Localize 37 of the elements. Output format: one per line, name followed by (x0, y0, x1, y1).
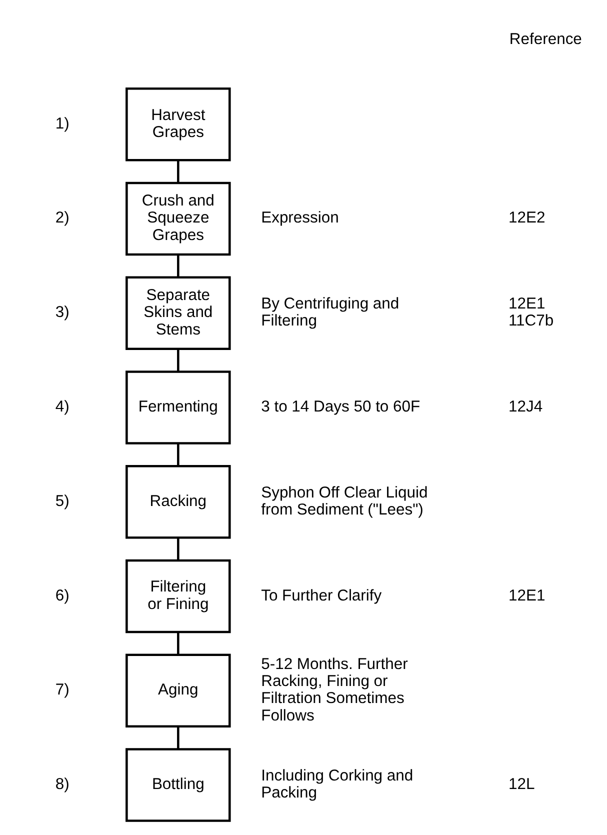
connector (176, 726, 179, 749)
label: 11C7b (508, 312, 554, 330)
node-label: 3 to 14 Days 50 to 60F (260, 398, 420, 416)
node-box: Aging (125, 654, 230, 728)
node-box: Bottling (125, 748, 230, 822)
node-label: 5-12 Months. Further Racking, Fining or Filtration Sometimes Follows (260, 656, 408, 724)
label: 7) (54, 682, 69, 699)
label: 12J4 (508, 398, 542, 416)
node-box: Fermenting (125, 370, 230, 444)
label: 3) (54, 304, 69, 322)
label: 12E2 (508, 210, 545, 227)
connector (176, 160, 179, 183)
node-box: Filtering or Fining (125, 559, 230, 634)
node-box: Separate Skins and Stems (125, 276, 230, 350)
node-label: Including Corking and Packing (260, 767, 413, 802)
node-box: Harvest Grapes (125, 87, 230, 162)
connector (176, 538, 179, 560)
label: 4) (54, 398, 69, 416)
node-box: Crush and Squeeze Grapes (125, 182, 230, 256)
connector (176, 444, 179, 466)
node-label: To Further Clarify (260, 587, 382, 604)
node-label: By Centrifuging and Filtering (260, 296, 399, 330)
node-label: Expression (260, 210, 338, 227)
connector (176, 349, 179, 372)
label: 2) (54, 210, 69, 227)
label: 12E1 (508, 296, 545, 313)
label: 12E1 (508, 587, 545, 604)
node-box: Racking (125, 464, 230, 539)
connector (176, 632, 179, 655)
label: 6) (54, 587, 69, 604)
label: 5) (54, 492, 69, 510)
label: 8) (54, 776, 69, 794)
node-label: Syphon Off Clear Liquid from Sediment ("Lees") (260, 484, 428, 518)
label: Reference (508, 30, 582, 48)
label: 12L (508, 776, 534, 794)
connector (176, 254, 179, 278)
label: 1) (54, 115, 69, 132)
